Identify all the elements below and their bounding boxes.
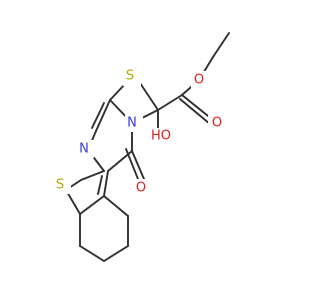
imine-nitrogen-label: N (79, 142, 89, 157)
bridgehead-nitrogen-label: N (127, 116, 137, 131)
molecule-structure: S S N N O O O HO (53, 32, 230, 262)
bond-lines (65, 32, 230, 262)
thiazolidine-sulfur-label: S (126, 69, 134, 84)
atom-labels: S S N N O O O HO (53, 68, 226, 197)
thiophene-sulfur-label: S (56, 178, 64, 193)
ester-ether-oxygen-label: O (194, 73, 204, 88)
hydroxyl-label: HO (151, 129, 171, 144)
ketone-oxygen-label: O (136, 181, 146, 196)
ester-carbonyl-oxygen-label: O (212, 116, 222, 131)
